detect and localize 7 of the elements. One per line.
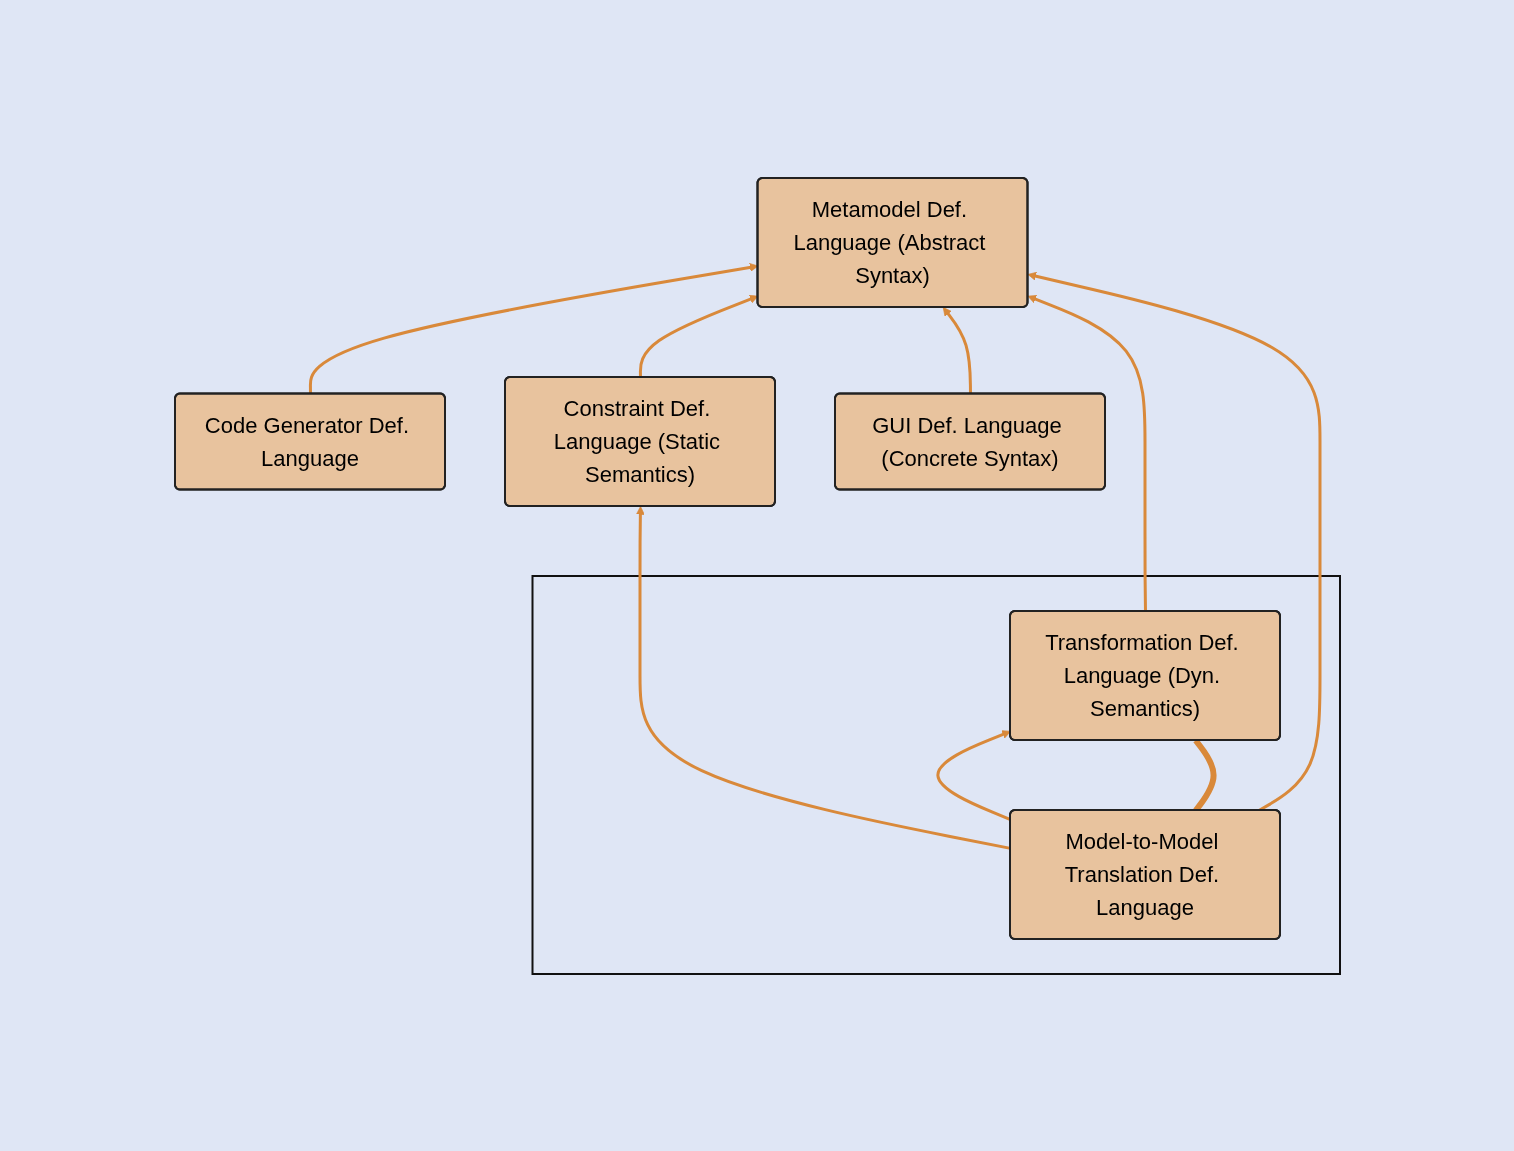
arrow bbox=[935, 729, 1011, 821]
arrow bbox=[635, 505, 1011, 850]
cluster bbox=[531, 574, 1341, 975]
arrow bbox=[638, 294, 758, 378]
arrow bbox=[308, 262, 758, 394]
arrow bbox=[1027, 294, 1147, 612]
arrow bbox=[942, 306, 972, 394]
